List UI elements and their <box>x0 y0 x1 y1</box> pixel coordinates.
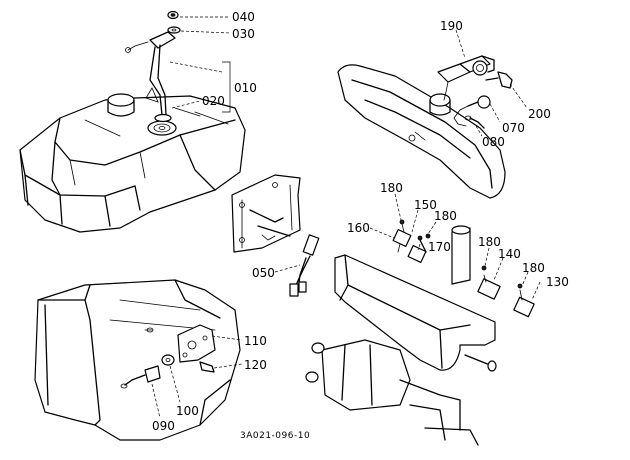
bolt-150 <box>417 235 427 253</box>
callout-170: 170 <box>428 240 451 254</box>
switch-160 <box>392 229 412 253</box>
ignition-key <box>485 71 513 89</box>
switch-050 <box>289 234 320 297</box>
callout-180-b: 180 <box>434 209 457 223</box>
dash-panel <box>337 64 506 199</box>
diagram-code: 3A021-096-10 <box>240 431 310 441</box>
mounting-bracket <box>231 174 301 253</box>
callout-040: 040 <box>232 10 255 24</box>
callout-150: 150 <box>414 198 437 212</box>
callout-050: 050 <box>252 266 275 280</box>
callout-080: 080 <box>482 135 505 149</box>
bracket-110 <box>144 324 216 363</box>
washer-030 <box>167 26 181 34</box>
fuel-tank <box>19 93 246 233</box>
switch-130 <box>513 289 535 318</box>
callout-010: 010 <box>234 81 257 95</box>
transmission-housing <box>34 279 241 441</box>
callout-090: 090 <box>152 419 175 433</box>
switch-170 <box>407 245 427 263</box>
callout-070: 070 <box>502 121 525 135</box>
bolt-120 <box>199 361 215 373</box>
nut-040 <box>167 10 179 20</box>
key-switch <box>437 55 495 101</box>
callout-110: 110 <box>244 334 267 348</box>
callout-180-d: 180 <box>522 261 545 275</box>
callout-120: 120 <box>244 358 267 372</box>
callout-180-c: 180 <box>478 235 501 249</box>
indicator-lamp <box>453 95 491 127</box>
bolts-180 <box>399 219 523 289</box>
callout-020: 020 <box>202 94 225 108</box>
callout-130: 130 <box>546 275 569 289</box>
callout-180-a: 180 <box>380 181 403 195</box>
frame-assembly <box>305 225 497 446</box>
callout-200: 200 <box>528 107 551 121</box>
callout-140: 140 <box>498 247 521 261</box>
wire-harness-080 <box>464 115 485 129</box>
fuel-sender-unit <box>125 31 176 123</box>
callout-100: 100 <box>176 404 199 418</box>
callout-030: 030 <box>232 27 255 41</box>
callout-190: 190 <box>440 19 463 33</box>
washer-100 <box>161 354 175 366</box>
callout-160: 160 <box>347 221 370 235</box>
switch-140 <box>477 274 501 300</box>
sensor-090 <box>120 365 161 389</box>
